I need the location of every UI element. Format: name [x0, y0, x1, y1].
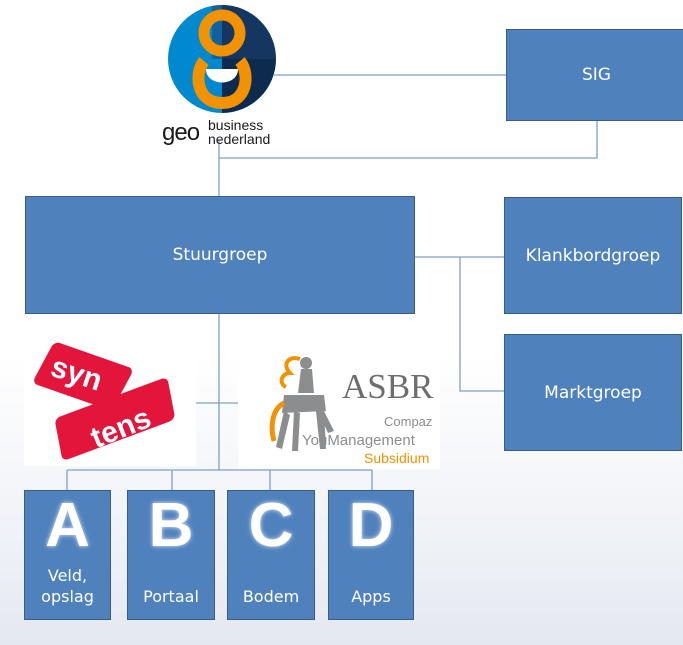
asbr-line3: Subsidium: [364, 450, 430, 466]
centaur-icon: [269, 356, 334, 451]
subgroup-b-letter: B: [148, 491, 194, 560]
subgroup-d-label: Apps: [351, 587, 391, 606]
geobusiness-wordmark-bottom: nederland: [208, 131, 271, 147]
asbr-logo: ASBR Compaz YouManagement Subsidium: [238, 343, 440, 469]
geobusiness-wordmark-top: business: [208, 117, 264, 133]
asbr-line1: Compaz: [384, 414, 433, 429]
klankbordgroep-box[interactable]: Klankbordgroep: [504, 197, 682, 314]
subgroup-a-box[interactable]: A Veld, opslag: [24, 490, 111, 620]
sig-box[interactable]: SIG: [506, 29, 683, 121]
subgroup-d-letter: D: [348, 491, 394, 560]
subgroup-a-letter: A: [45, 491, 90, 560]
subgroup-c-box[interactable]: C Bodem: [227, 490, 315, 620]
sig-label: SIG: [582, 65, 611, 85]
klankbordgroep-label: Klankbordgroep: [525, 245, 661, 266]
syntens-mark-icon: syn tens: [34, 342, 175, 460]
marktgroep-box[interactable]: Marktgroep: [504, 334, 682, 451]
stuurgroep-label: Stuurgroep: [172, 245, 268, 265]
subgroup-b-label: Portaal: [143, 587, 199, 606]
subgroup-d-box[interactable]: D Apps: [328, 490, 414, 620]
geobusiness-emblem-icon: [168, 5, 276, 113]
subgroup-c-label: Bodem: [242, 587, 300, 606]
connector-sig-stuurgroep: [219, 120, 598, 159]
stuurgroep-box[interactable]: Stuurgroep: [25, 196, 415, 314]
subgroup-c-letter: C: [248, 491, 294, 560]
subgroup-a-label: Veld, opslag: [41, 566, 94, 606]
geobusiness-wordmark-main: geo: [162, 119, 200, 146]
syntens-logo: syn tens: [24, 340, 196, 466]
connector-stuurgroep-markt: [459, 257, 504, 392]
geobusiness-logo: geo business nederland: [162, 3, 282, 149]
marktgroep-label: Marktgroep: [544, 382, 642, 403]
asbr-title: ASBR: [342, 367, 434, 406]
asbr-line2: YouManagement: [302, 432, 415, 449]
subgroup-b-box[interactable]: B Portaal: [127, 490, 215, 620]
